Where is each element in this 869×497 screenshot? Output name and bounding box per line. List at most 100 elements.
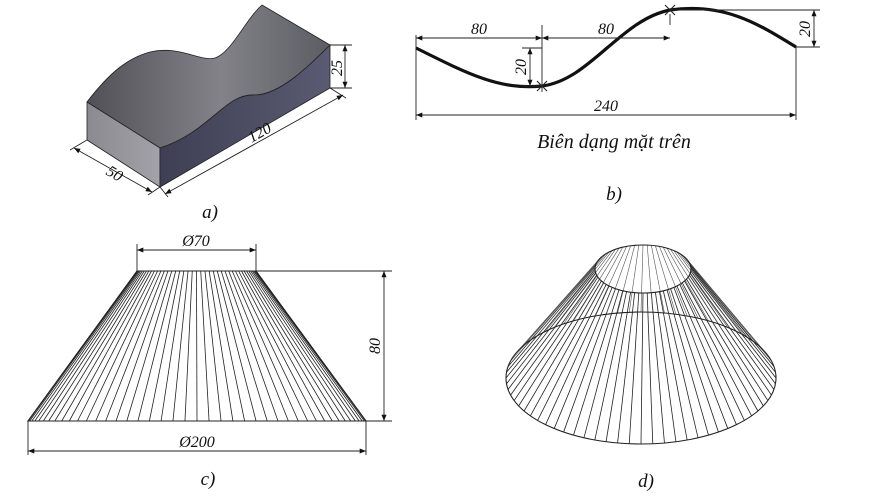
cone-generator-line: [670, 249, 719, 325]
cone-generator-line: [510, 274, 597, 396]
cone-generator-line: [659, 291, 688, 441]
cone-generator-line: [617, 292, 636, 444]
generator-line: [216, 270, 257, 422]
generator-line: [241, 270, 326, 422]
generator-line: [250, 270, 352, 422]
cone-generator-line: [651, 245, 665, 314]
generator-line: [212, 270, 246, 422]
generator-line: [61, 270, 150, 422]
generator-line: [235, 270, 309, 422]
generator-line: [231, 270, 299, 422]
profile-curve: [415, 6, 797, 89]
cone-generator-line: [553, 250, 613, 328]
generator-line: [200, 270, 210, 422]
generator-line: [38, 270, 142, 422]
cone-generator-line: [640, 244, 644, 313]
dim-b-seg1: 80: [471, 21, 487, 38]
cone-generator-line: [507, 272, 597, 390]
cone-generator-line: [646, 292, 654, 444]
dim-c-top-diameter: Ø70: [181, 233, 210, 250]
generator-line: [184, 270, 193, 422]
cone-generator-line: [594, 246, 627, 317]
caption-b: b): [606, 184, 622, 205]
cone-base-ellipse: [505, 311, 777, 445]
cone-generator-line: [594, 291, 627, 441]
cone-generator-line: [518, 258, 600, 351]
profile-title: Biên dạng mặt trên: [537, 131, 691, 153]
panel-a-block: 25 120 50 a): [69, 4, 352, 223]
cone-generator-line: [583, 290, 624, 438]
generator-line: [105, 270, 165, 422]
cone-generator-line: [687, 260, 769, 356]
cone-generator-line: [518, 278, 600, 407]
frustum-generator-lines: [27, 270, 367, 422]
cone-generator-line: [537, 253, 607, 336]
cone-generator-line: [666, 248, 709, 321]
cone-generator-line: [513, 276, 599, 401]
cone-generator-line: [655, 292, 677, 442]
cone-generator-line: [628, 292, 640, 444]
cone-generator-line: [545, 251, 610, 332]
cone-generator-line: [684, 280, 759, 412]
generator-line: [254, 270, 363, 422]
cone-generator-line: [663, 247, 699, 319]
dim-c-height: 80: [367, 338, 384, 354]
cone-generator-line: [573, 248, 620, 322]
generator-line: [95, 270, 162, 422]
cone-generator-line: [605, 245, 631, 315]
cone-generator-line: [646, 245, 654, 313]
generator-line: [85, 270, 158, 422]
generator-line: [255, 270, 365, 422]
cone-generator-line: [523, 280, 602, 412]
generator-line: [31, 270, 139, 422]
panel-d-frustum-3d: d): [505, 244, 777, 492]
cone-generator-line: [530, 255, 604, 341]
cone-generator-line: [690, 268, 777, 379]
generator-line: [29, 270, 138, 422]
cone-generator-line: [573, 289, 620, 436]
generator-line: [137, 270, 177, 422]
generator-line: [160, 270, 185, 422]
dim-c-bottom-diameter: Ø200: [178, 434, 215, 451]
generator-line: [246, 270, 340, 422]
generator-line: [196, 270, 198, 422]
cone-generator-line: [662, 290, 699, 438]
generator-line: [224, 270, 279, 422]
caption-a: a): [202, 202, 218, 223]
panel-b-profile: 80 80 20 20 240 Biên dạng mặt trên b): [415, 4, 820, 205]
cone-generator-line: [673, 287, 729, 429]
dim-b-seg2: 80: [598, 21, 614, 38]
cone-top-opening: [594, 244, 692, 294]
caption-d: d): [638, 471, 654, 492]
cone-generator-line: [676, 251, 737, 332]
dim-b-total: 240: [594, 98, 618, 115]
generator-line: [68, 270, 152, 422]
generator-line: [172, 270, 189, 422]
cone-generator-line: [650, 292, 665, 444]
dim-b-depth: 20: [513, 59, 530, 75]
cone-generator-line: [681, 282, 752, 417]
cone-generator-line: [545, 285, 610, 425]
generator-line: [34, 270, 140, 422]
generator-line: [251, 270, 356, 422]
cone-generator-line: [679, 253, 745, 336]
cone-generator-line: [505, 268, 596, 379]
cone-generator-line: [640, 292, 644, 445]
generator-line: [204, 270, 222, 422]
generator-line: [115, 270, 169, 422]
cone-generator-line: [670, 288, 719, 433]
generator-line: [220, 270, 268, 422]
cone-generator-line: [659, 246, 688, 317]
cone-generator-line: [605, 292, 631, 442]
dim-b-rise: 20: [797, 21, 814, 37]
cone-generator-line: [655, 245, 677, 315]
cone-generator-line: [628, 245, 640, 313]
generator-line: [228, 270, 289, 422]
dim-a-height: 25: [329, 60, 346, 76]
generator-line: [126, 270, 173, 422]
generator-line: [48, 270, 145, 422]
cone-generator-line: [537, 284, 607, 421]
generator-line: [238, 270, 317, 422]
